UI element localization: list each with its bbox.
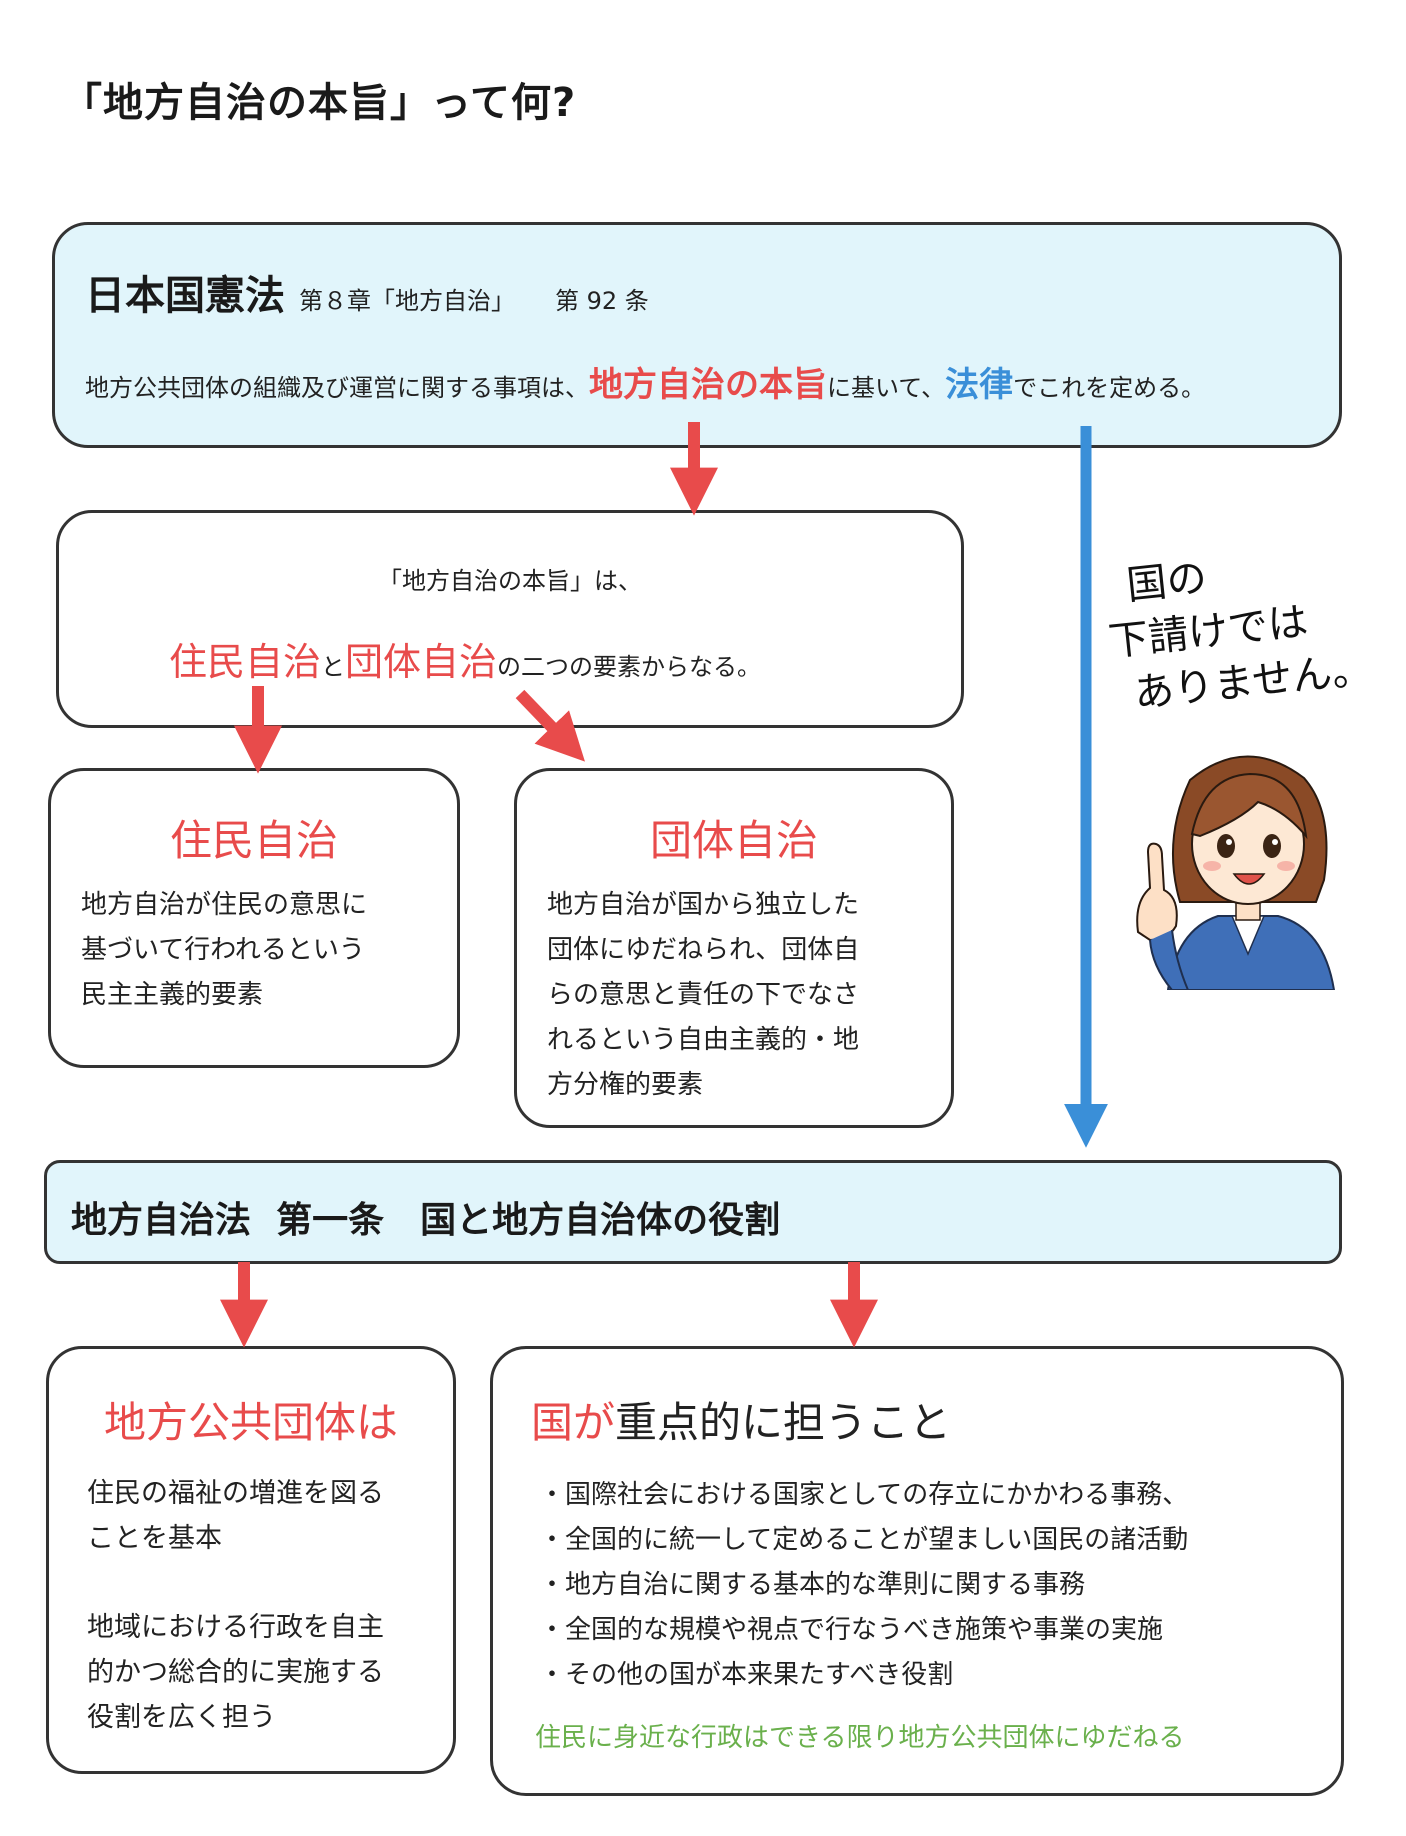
- jumin-jichi-title: 住民自治: [169, 816, 338, 865]
- local-line: 地域における行政を自主: [87, 1612, 384, 1643]
- local-line: 的かつ総合的に実施する: [87, 1657, 384, 1688]
- list-item: 国際社会における国家としての存立にかかわる事務、: [539, 1473, 1188, 1518]
- list-item: 全国的な規模や視点で行なうべき施策や事業の実施: [539, 1608, 1188, 1653]
- woman-suit: [1166, 915, 1336, 990]
- national-role-box: 国が重点的に担うこと 国際社会における国家としての存立にかかわる事務、 全国的に…: [490, 1346, 1344, 1796]
- local-government-box: 地方公共団体は 住民の福祉の増進を図る ことを基本 地域における行政を自主 的か…: [46, 1346, 456, 1774]
- woman-illustration: [1136, 755, 1336, 990]
- woman-mouth: [1232, 873, 1266, 885]
- woman-hair-fringe: [1190, 772, 1308, 840]
- constitution-text-middle: に基いて、: [827, 374, 946, 402]
- dantai-jichi-box: 団体自治 地方自治が国から独立した 団体にゆだねられ、団体自 らの意思と責任の下…: [514, 768, 954, 1128]
- element-connector: と: [321, 653, 346, 681]
- list-item: 全国的に統一して定めることが望ましい国民の諸活動: [539, 1518, 1188, 1563]
- speech-text: 国の 下請けでは ありません。: [1100, 535, 1374, 723]
- jumin-line: 地方自治が住民の意思に: [81, 890, 368, 920]
- constitution-text-before: 地方公共団体の組織及び運営に関する事項は、: [85, 374, 589, 402]
- list-item: その他の国が本来果たすべき役割: [539, 1653, 1188, 1698]
- element-suffix: の二つの要素からなる。: [497, 653, 762, 681]
- dantai-line: 団体にゆだねられ、団体自: [547, 935, 860, 965]
- constitution-box: 日本国憲法第８章「地方自治」 第 92 条 地方公共団体の組織及び運営に関する事項…: [52, 222, 1342, 448]
- dantai-line: 地方自治が国から独立した: [547, 890, 860, 920]
- constitution-text-after: でこれを定める。: [1013, 374, 1206, 402]
- dantai-line: 方分権的要素: [547, 1070, 704, 1100]
- honshi-box: 「地方自治の本旨」は、 住民自治と団体自治の二つの要素からなる。: [56, 510, 964, 728]
- national-role-title: 国が重点的に担うこと: [531, 1389, 951, 1450]
- element-dantai: 団体自治: [345, 640, 498, 684]
- national-title-highlight: 国が: [531, 1398, 616, 1447]
- dantai-jichi-title: 団体自治: [649, 816, 818, 865]
- jumin-jichi-description: 地方自治が住民の意思に 基づいて行われるという 民主主義的要素: [81, 883, 367, 1018]
- constitution-text: 地方公共団体の組織及び運営に関する事項は、地方自治の本旨に基いて、法律でこれを定…: [85, 357, 1205, 406]
- jumin-jichi-box: 住民自治 地方自治が住民の意思に 基づいて行われるという 民主主義的要素: [48, 768, 460, 1068]
- local-line: ことを基本: [87, 1523, 222, 1554]
- constitution-chapter: 第８章「地方自治」: [299, 287, 515, 315]
- woman-left-eye: [1217, 834, 1235, 858]
- honshi-intro: 「地方自治の本旨」は、: [378, 567, 642, 595]
- local-government-title: 地方公共団体は: [103, 1398, 398, 1447]
- list-item: 地方自治に関する基本的な準則に関する事務: [539, 1563, 1188, 1608]
- jumin-line: 基づいて行われるという: [81, 935, 365, 965]
- highlight-honshi: 地方自治の本旨: [589, 365, 827, 405]
- highlight-law: 法律: [945, 365, 1014, 405]
- honshi-elements: 住民自治と団体自治の二つの要素からなる。: [169, 631, 761, 686]
- element-jumin: 住民自治: [169, 640, 322, 684]
- local-government-para2: 地域における行政を自主 的かつ総合的に実施する 役割を広く担う: [87, 1605, 384, 1740]
- national-role-list: 国際社会における国家としての存立にかかわる事務、 全国的に統一して定めることが望…: [539, 1473, 1188, 1698]
- local-government-para1: 住民の福祉の増進を図る ことを基本: [87, 1471, 384, 1561]
- local-line: 住民の福祉の増進を図る: [87, 1478, 384, 1509]
- constitution-name: 日本国憲法: [85, 273, 285, 319]
- woman-pointing-hand: [1136, 842, 1178, 942]
- local-line: 役割を広く担う: [87, 1702, 276, 1733]
- local-autonomy-act-title: 地方自治法 第一条 国と地方自治体の役割: [71, 1200, 781, 1241]
- page-title: 「地方自治の本旨」って何?: [62, 80, 577, 126]
- jumin-line: 民主主義的要素: [81, 980, 264, 1010]
- national-title-rest: 重点的に担うこと: [615, 1398, 952, 1447]
- constitution-heading: 日本国憲法第８章「地方自治」 第 92 条: [85, 263, 649, 321]
- dantai-line: れるという自由主義的・地: [547, 1025, 860, 1055]
- woman-right-eye: [1263, 834, 1281, 858]
- dantai-line: らの意思と責任の下でなさ: [547, 980, 860, 1010]
- local-autonomy-act-bar: 地方自治法 第一条 国と地方自治体の役割: [44, 1160, 1342, 1264]
- constitution-article: 第 92 条: [555, 287, 649, 315]
- dantai-jichi-description: 地方自治が国から独立した 団体にゆだねられ、団体自 らの意思と責任の下でなさ れ…: [547, 883, 859, 1108]
- arrow-to-dantai: [515, 689, 585, 762]
- national-role-note: 住民に身近な行政はできる限り地方公共団体にゆだねる: [535, 1723, 1185, 1753]
